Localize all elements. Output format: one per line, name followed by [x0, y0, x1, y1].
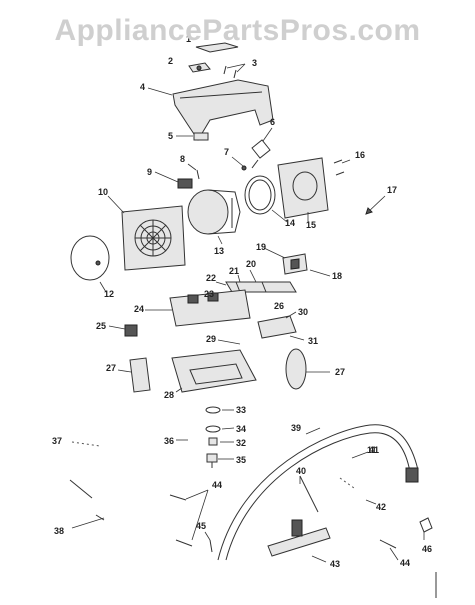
part-33-washer	[205, 406, 234, 414]
callout-17: 17	[387, 185, 397, 195]
part-7-pin	[231, 156, 247, 171]
callout-27-dup: 27	[335, 367, 345, 377]
callout-9: 9	[147, 167, 152, 177]
part-20-23-rails	[215, 269, 297, 293]
part-27-wheel-left	[117, 357, 151, 393]
callout-31: 31	[308, 336, 318, 346]
callout-3: 3	[252, 58, 257, 68]
callout-38: 38	[54, 526, 64, 536]
part-38-brush	[69, 479, 105, 529]
callout-37: 37	[52, 436, 62, 446]
callout-10: 10	[98, 187, 108, 197]
callout-12: 12	[104, 289, 114, 299]
part-32-bushing	[208, 437, 234, 446]
part-25-clip	[108, 324, 138, 337]
callout-16: 16	[355, 150, 365, 160]
callout-39: 39	[291, 423, 301, 433]
part-35-axle	[206, 453, 234, 468]
callout-8: 8	[180, 154, 185, 164]
part-1-top-cap	[195, 42, 239, 53]
callout-4: 4	[140, 82, 145, 92]
callout-42: 42	[376, 502, 386, 512]
callout-36: 36	[164, 436, 174, 446]
part-39-41-hose	[217, 424, 419, 561]
part-6-bracket	[251, 127, 273, 169]
callout-33: 33	[236, 405, 246, 415]
callout-29: 29	[206, 334, 216, 344]
part-3-screws	[223, 63, 246, 79]
part-34-ring	[205, 425, 235, 433]
callout-28: 28	[164, 390, 174, 400]
callout-34: 34	[236, 424, 246, 434]
watermark-text: AppliancePartsPros.com	[54, 14, 421, 47]
callout-22: 22	[206, 273, 216, 283]
part-5-latch	[176, 132, 209, 141]
part-4-housing-cover	[147, 79, 274, 141]
part-15-motor-plate	[277, 157, 329, 222]
part-28-lower-base	[171, 349, 257, 393]
callout-24: 24	[134, 304, 144, 314]
part-45-adapter	[204, 531, 213, 553]
callout-25: 25	[96, 321, 106, 331]
callout-13: 13	[214, 246, 224, 256]
part-14-ring	[244, 175, 288, 223]
part-2-clip	[188, 62, 211, 73]
part-43-floor-tool	[267, 519, 331, 563]
callout-44: 44	[212, 480, 222, 490]
part-12-disc	[70, 235, 110, 293]
callout-6: 6	[270, 117, 275, 127]
callout-21: 21	[229, 266, 239, 276]
callout-5: 5	[168, 131, 173, 141]
part-37-tool	[71, 441, 101, 447]
part-13-motor	[187, 189, 241, 245]
callout-35: 35	[236, 455, 246, 465]
part-10-fan-grille	[107, 195, 186, 271]
callout-18: 18	[332, 271, 342, 281]
part-8-screw	[187, 163, 200, 180]
callout-30: 30	[298, 307, 308, 317]
part-29-31-latch	[217, 311, 305, 345]
callout-15: 15	[306, 220, 316, 230]
callout-44-dup: 44	[400, 558, 410, 568]
part-27-wheel-right	[285, 348, 330, 390]
callout-19: 19	[256, 242, 266, 252]
callout-27: 27	[106, 363, 116, 373]
part-40-wand	[299, 475, 319, 513]
callout-23: 23	[204, 289, 214, 299]
callout-40: 40	[296, 466, 306, 476]
part-17-pointer	[365, 195, 386, 215]
callout-41: 41	[369, 445, 379, 455]
part-9-switch	[154, 171, 193, 189]
callout-26: 26	[274, 301, 284, 311]
callout-2: 2	[168, 56, 173, 66]
callout-43: 43	[330, 559, 340, 569]
part-42-nozzle	[339, 477, 377, 505]
callout-14: 14	[285, 218, 295, 228]
part-16-screws	[333, 159, 351, 176]
callout-1: 1	[186, 34, 191, 44]
part-46-clip	[419, 517, 433, 540]
callout-45: 45	[196, 521, 206, 531]
callout-7: 7	[224, 147, 229, 157]
callout-11: 11	[367, 445, 377, 455]
callout-46: 46	[422, 544, 432, 554]
callout-20: 20	[246, 259, 256, 269]
callout-32: 32	[236, 438, 246, 448]
part-18-19-holder	[263, 247, 331, 277]
part-24-chassis	[145, 289, 251, 327]
part-44-crevice-tools	[169, 489, 399, 561]
